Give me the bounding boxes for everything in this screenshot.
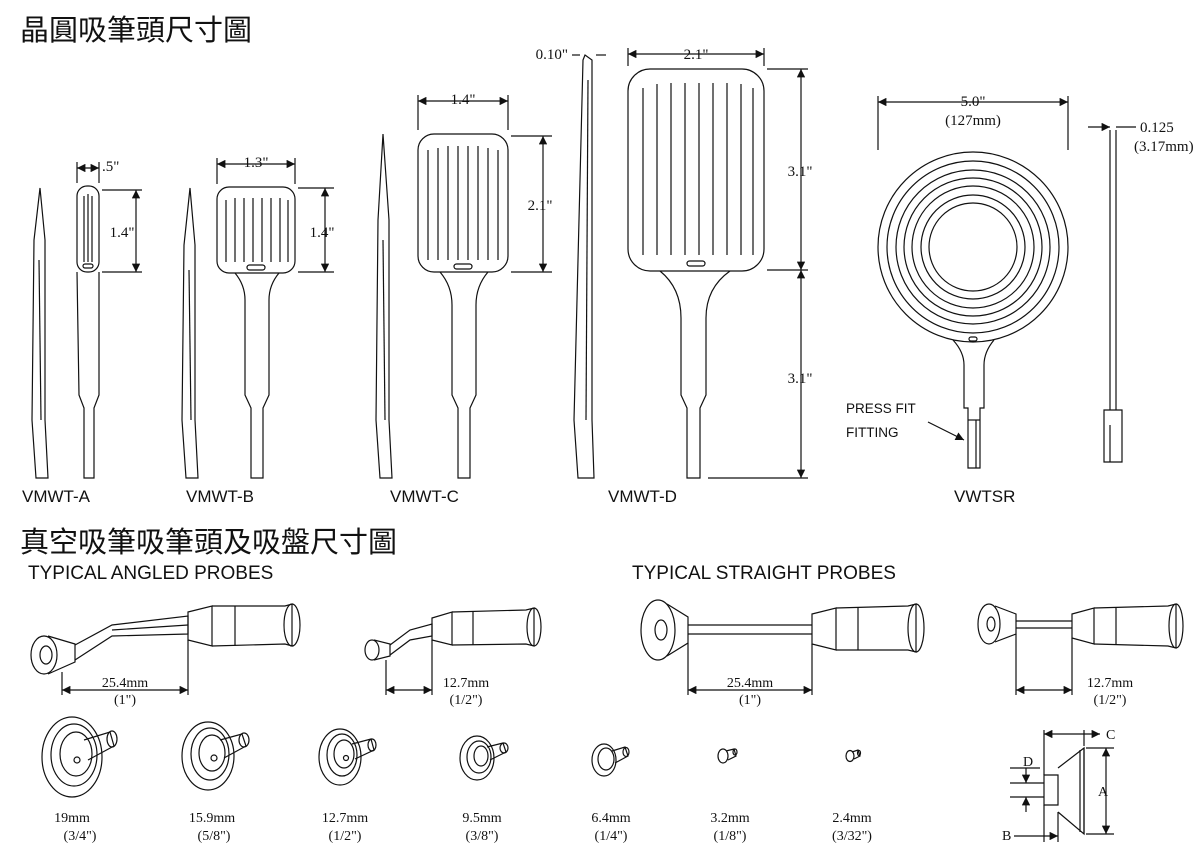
- vmwt-d-drawing: [572, 48, 808, 479]
- suction-cup-9-5mm: [459, 735, 509, 781]
- vmwt-b-width-label: 1.3": [244, 155, 269, 171]
- angled-probe-small-drawing: [364, 607, 542, 695]
- vwtsr-drawing: [877, 96, 1136, 469]
- straight-probe-1-mm-label: 25.4mm: [727, 676, 773, 691]
- cup-1-inch-label: (3/4"): [64, 829, 97, 844]
- vmwt-b-drawing: [181, 158, 334, 479]
- vmwt-c-model-label: VMWT-C: [390, 487, 459, 506]
- vmwt-c-drawing: [375, 95, 552, 479]
- vmwt-a-model-label: VMWT-A: [22, 487, 91, 506]
- cup-2-inch-label: (5/8"): [198, 829, 231, 844]
- cup-6-mm-label: 3.2mm: [710, 811, 749, 826]
- cup-5-mm-label: 6.4mm: [591, 811, 630, 826]
- vmwt-a-width-label: .5": [102, 159, 119, 175]
- vmwt-d-width-label: 2.1": [684, 47, 709, 63]
- suction-cup-15-9mm: [181, 721, 250, 791]
- dim-d-label: D: [1023, 755, 1033, 770]
- straight-probe-2-inch-label: (1/2"): [1094, 693, 1127, 708]
- angled-probe-1-mm-label: 25.4mm: [102, 676, 148, 691]
- vmwt-a-height-label: 1.4": [110, 225, 135, 241]
- press-fit-label-line2: FITTING: [846, 425, 899, 440]
- suction-cup-3-2mm: [717, 748, 738, 764]
- press-fit-label-line1: PRESS FIT: [846, 401, 916, 416]
- vmwt-c-height-label: 2.1": [528, 198, 553, 214]
- suction-cup-19mm: [41, 716, 118, 798]
- cup-3-mm-label: 12.7mm: [322, 811, 368, 826]
- vwtsr-model-label: VWTSR: [954, 487, 1015, 506]
- straight-probe-large-drawing: [640, 599, 925, 695]
- cup-1-mm-label: 19mm: [54, 811, 90, 826]
- cup-7-inch-label: (3/32"): [832, 829, 872, 844]
- cup-7-mm-label: 2.4mm: [832, 811, 871, 826]
- vmwt-d-handle-label: 3.1": [788, 371, 813, 387]
- straight-probe-1-inch-label: (1"): [739, 693, 761, 708]
- dim-c-label: C: [1106, 728, 1115, 743]
- straight-probe-small-drawing: [977, 603, 1184, 695]
- dim-b-label: B: [1002, 829, 1011, 844]
- straight-probe-2-mm-label: 12.7mm: [1087, 676, 1133, 691]
- angled-probes-heading: TYPICAL ANGLED PROBES: [28, 563, 273, 584]
- cup-6-inch-label: (1/8"): [714, 829, 747, 844]
- cup-3-inch-label: (1/2"): [329, 829, 362, 844]
- angled-probe-1-inch-label: (1"): [114, 693, 136, 708]
- cup-2-mm-label: 15.9mm: [189, 811, 235, 826]
- vwtsr-thickness-label: 0.125: [1140, 120, 1174, 136]
- suction-cup-2-4mm: [845, 749, 862, 763]
- vmwt-d-height-label: 3.1": [788, 164, 813, 180]
- cup-4-mm-label: 9.5mm: [462, 811, 501, 826]
- cup-5-inch-label: (1/4"): [595, 829, 628, 844]
- vmwt-d-model-label: VMWT-D: [608, 487, 677, 506]
- vmwt-a-drawing: [31, 162, 142, 479]
- vmwt-c-width-label: 1.4": [451, 92, 476, 108]
- suction-cup-6-4mm: [591, 743, 630, 777]
- cup-4-inch-label: (3/8"): [466, 829, 499, 844]
- angled-probe-large-drawing: [30, 603, 301, 695]
- vmwt-b-height-label: 1.4": [310, 225, 335, 241]
- vwtsr-diameter-label: 5.0": [961, 94, 986, 110]
- suction-cup-section-drawing: [1010, 729, 1114, 842]
- straight-probes-heading: TYPICAL STRAIGHT PROBES: [632, 563, 896, 584]
- vacuum-tip-title: 真空吸筆吸筆頭及吸盤尺寸圖: [20, 525, 397, 559]
- angled-probe-2-inch-label: (1/2"): [450, 693, 483, 708]
- angled-probe-2-mm-label: 12.7mm: [443, 676, 489, 691]
- dim-a-label: A: [1098, 785, 1109, 800]
- vmwt-b-model-label: VMWT-B: [186, 487, 254, 506]
- suction-cup-12-7mm: [318, 728, 377, 786]
- vwtsr-thickness-mm-label: (3.17mm): [1134, 139, 1194, 155]
- wafer-tip-title: 晶圓吸筆頭尺寸圖: [20, 13, 252, 47]
- vwtsr-diameter-mm-label: (127mm): [945, 113, 1001, 129]
- vmwt-d-thickness-label: 0.10": [536, 47, 568, 63]
